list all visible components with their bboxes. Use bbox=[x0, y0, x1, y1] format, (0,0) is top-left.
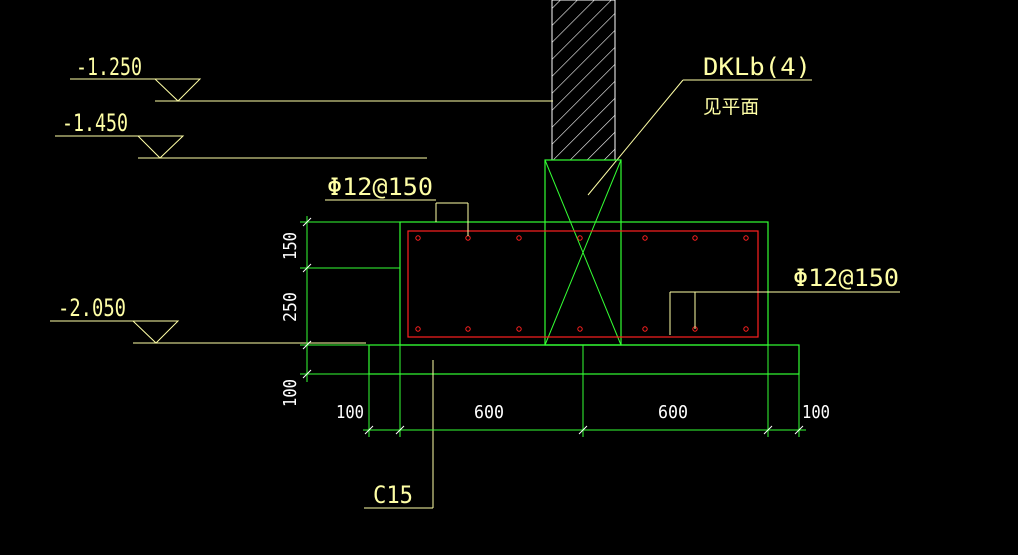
dim-h-600-right: 600 bbox=[658, 402, 688, 423]
dim-v-100: 100 bbox=[280, 379, 301, 407]
dim-h-600-left: 600 bbox=[474, 402, 504, 423]
elevation-marker-second: -1.450 bbox=[55, 109, 427, 159]
rebar-label-top: Φ12@150 bbox=[327, 173, 433, 201]
dim-h-100-right: 100 bbox=[802, 402, 830, 423]
dim-h-100-left: 100 bbox=[336, 402, 364, 423]
rebar-label-bottom: Φ12@150 bbox=[793, 264, 899, 292]
dim-v-250: 250 bbox=[280, 292, 301, 322]
rebar-callout-top: Φ12@150 bbox=[325, 173, 469, 236]
column-extension bbox=[544, 159, 622, 346]
vertical-dimension-chain bbox=[300, 216, 400, 382]
beam-callout: DKLb(4) 见平面 bbox=[587, 53, 812, 196]
elevation-label-top: -1.250 bbox=[76, 53, 142, 81]
c15-bedding-layer bbox=[368, 344, 800, 375]
dim-v-150: 150 bbox=[280, 232, 301, 260]
c15-callout: C15 bbox=[364, 360, 434, 509]
rebar-dots-top bbox=[415, 235, 749, 241]
beam-label: DKLb(4) bbox=[703, 53, 811, 81]
rebar-cage bbox=[407, 230, 759, 338]
foundation-beam-outline bbox=[399, 221, 769, 346]
beam-note: 见平面 bbox=[703, 96, 759, 118]
column-hatched bbox=[551, 0, 616, 161]
rebar-callout-bottom: Φ12@150 bbox=[669, 264, 900, 335]
elevation-label-second: -1.450 bbox=[62, 109, 128, 137]
elevation-marker-bottom: -2.050 bbox=[50, 294, 366, 344]
rebar-dots-bottom bbox=[415, 326, 749, 332]
c15-label: C15 bbox=[373, 481, 413, 509]
horizontal-dimension-chain bbox=[363, 345, 806, 437]
elevation-label-bottom: -2.050 bbox=[58, 294, 126, 322]
elevation-marker-top: -1.250 bbox=[70, 53, 553, 102]
